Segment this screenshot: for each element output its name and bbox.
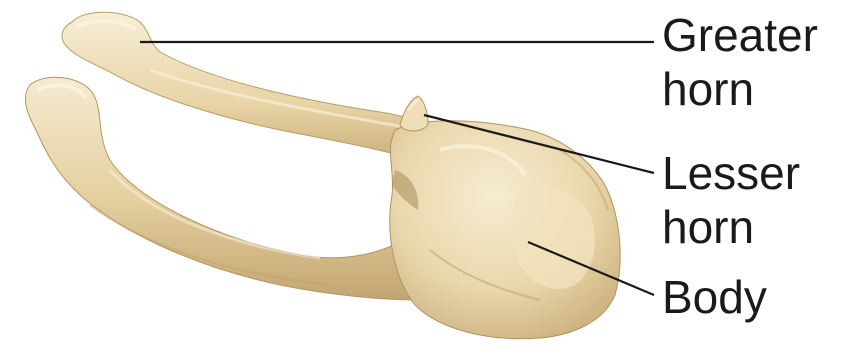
- label-lesser-horn: Lesser horn: [662, 146, 800, 254]
- label-body: Body: [662, 270, 767, 324]
- lesser-horn: [400, 96, 428, 131]
- label-greater-horn: Greater horn: [662, 8, 818, 116]
- label-body-line1: Body: [662, 270, 767, 324]
- greater-horn-upper: [62, 12, 440, 165]
- label-lesser-horn-line2: horn: [662, 200, 800, 254]
- label-lesser-horn-line1: Lesser: [662, 146, 800, 200]
- label-greater-horn-line1: Greater: [662, 8, 818, 62]
- hyoid-body: [390, 121, 620, 339]
- label-greater-horn-line2: horn: [662, 62, 818, 116]
